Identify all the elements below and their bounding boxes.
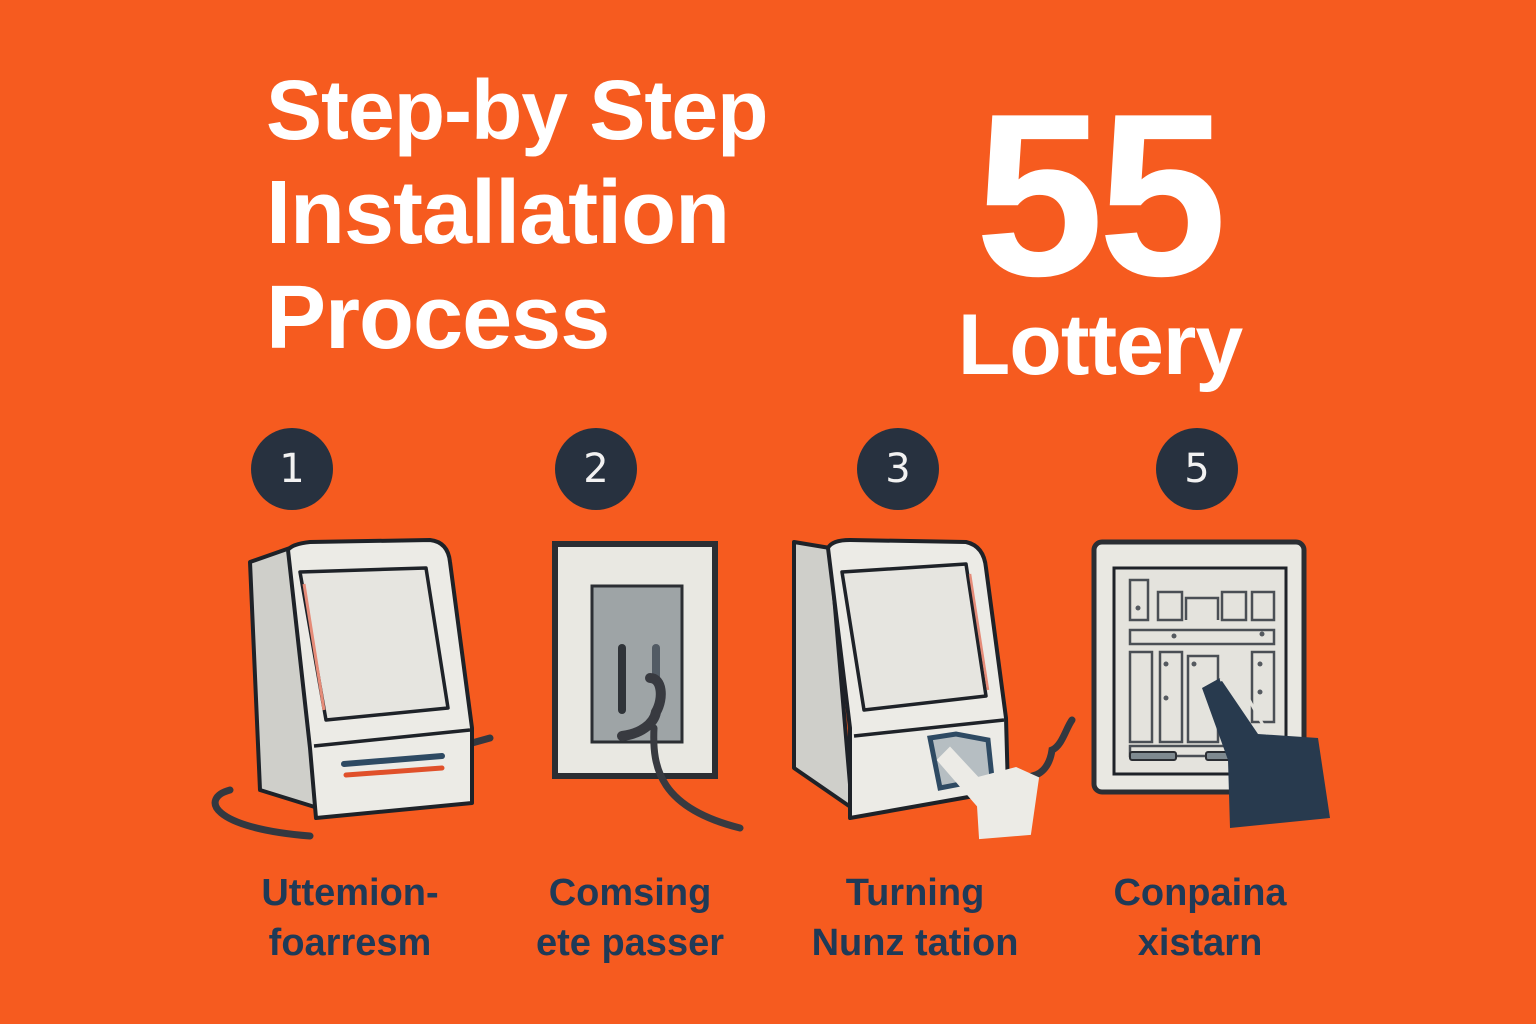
step-number-badge: 5 (1156, 428, 1238, 510)
step-caption: Turning Nunz tation (811, 872, 1019, 964)
step-number-badge: 2 (555, 428, 637, 510)
title-line-2: Installation (266, 163, 730, 263)
brand-number: 55 (974, 66, 1227, 325)
wall-outlet-plug-icon (552, 541, 744, 832)
step-number-badge: 3 (857, 428, 939, 510)
step-caption: Comsing ete passer (535, 872, 724, 964)
step-caption: Uttemion- foarresm (261, 872, 439, 964)
title-line-1: Step-by Step (266, 63, 768, 157)
step-number-badge: 1 (251, 428, 333, 510)
brand-logo: 55 Lottery (930, 80, 1270, 393)
step-3: 3 Turning Nunz tation (780, 428, 1120, 968)
brand-word: Lottery (957, 296, 1243, 393)
step-1: 1 Uttemion- foarresm (200, 428, 540, 968)
step-4: 5 (1080, 428, 1420, 968)
kiosk-card-insert-icon (792, 538, 1076, 840)
step-caption: Conpaina xistarn (1113, 872, 1287, 964)
title-line-3: Process (266, 268, 610, 368)
step-2: 2 Comsing ete passer (530, 428, 870, 968)
tablet-touch-icon (1091, 539, 1330, 828)
kiosk-terminal-icon (211, 538, 494, 840)
